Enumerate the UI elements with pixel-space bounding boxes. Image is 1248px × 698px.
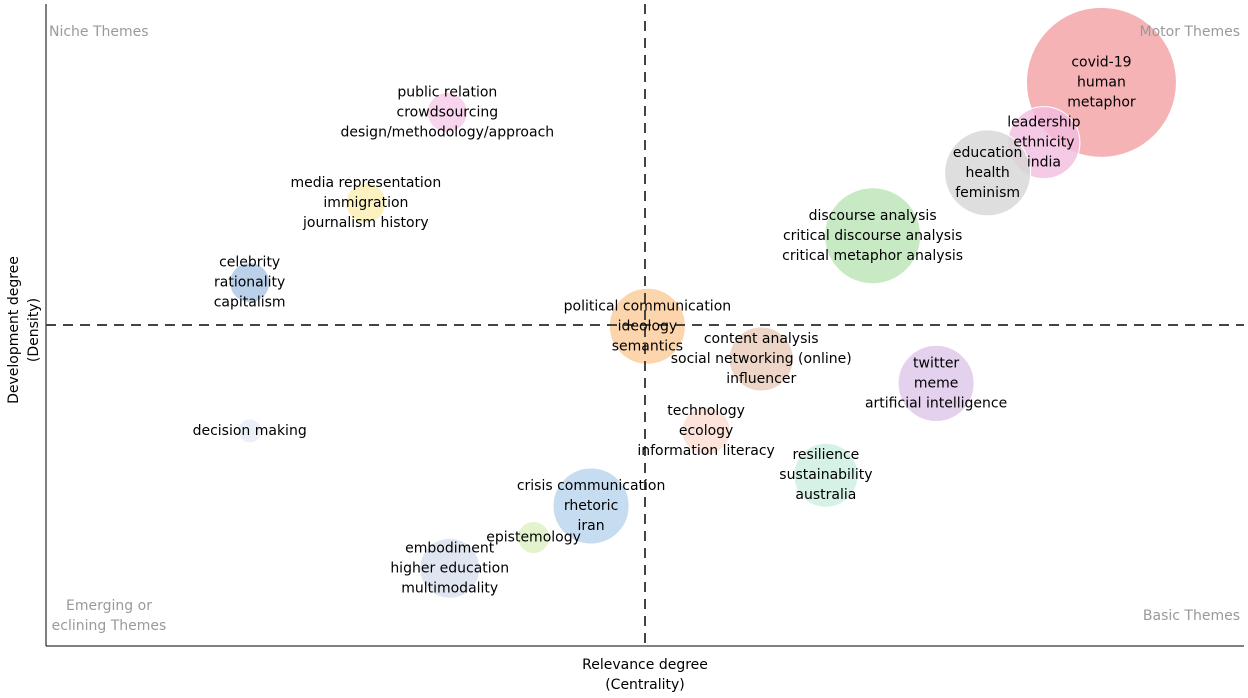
cluster-label-10-1: ecology bbox=[679, 423, 734, 439]
cluster-label-2-0: education bbox=[953, 145, 1022, 161]
y-axis-title-line-1: Development degree bbox=[6, 256, 22, 404]
cluster-label-12-0: resilience bbox=[792, 447, 859, 463]
cluster-label-layer: covid-19 human metaphor leadership ethnicity… bbox=[193, 54, 1136, 596]
cluster-bubble-12 bbox=[793, 442, 859, 508]
cluster-bubble-8 bbox=[728, 326, 794, 392]
cluster-label-7-1: ideology bbox=[618, 318, 678, 334]
y-axis-title: Development degree (Density) bbox=[6, 256, 42, 404]
cluster-label-14-0: epistemology bbox=[486, 530, 581, 546]
cluster-label-3-1: critical discourse analysis bbox=[783, 228, 962, 244]
cluster-label-1-1: ethnicity bbox=[1013, 135, 1074, 151]
cluster-label-5-0: media representation bbox=[290, 175, 441, 191]
cluster-label-11-0: decision making bbox=[193, 423, 307, 439]
cluster-label-10-2: information literacy bbox=[637, 443, 774, 459]
x-axis-title-line-1: Relevance degree bbox=[582, 657, 708, 673]
cluster-bubble-7 bbox=[608, 287, 686, 365]
quadrant-label-bottom-left: Emerging or eclining Themes bbox=[46, 596, 172, 636]
cluster-label-0-0: covid-19 bbox=[1071, 54, 1131, 70]
cluster-bubble-13 bbox=[552, 467, 630, 545]
cluster-label-7-0: political communication bbox=[564, 298, 732, 314]
cluster-label-4-1: crowdsourcing bbox=[397, 104, 499, 120]
cluster-label-4-2: design/methodology/approach bbox=[341, 124, 555, 140]
cluster-label-10-0: technology bbox=[667, 403, 745, 419]
cluster-label-13-1: rhetoric bbox=[564, 498, 618, 514]
cluster-label-6-2: capitalism bbox=[214, 295, 286, 311]
cluster-bubble-14 bbox=[517, 521, 551, 555]
cluster-label-9-0: twitter bbox=[913, 355, 959, 371]
cluster-label-15-1: higher education bbox=[390, 560, 509, 576]
cluster-label-0-1: human bbox=[1077, 74, 1126, 90]
cluster-label-5-1: immigration bbox=[323, 195, 408, 211]
bubble-layer bbox=[229, 6, 1177, 599]
cluster-label-3-0: discourse analysis bbox=[809, 208, 937, 224]
cluster-bubble-2 bbox=[944, 129, 1032, 217]
cluster-label-2-2: feminism bbox=[955, 185, 1020, 201]
cluster-label-1-0: leadership bbox=[1007, 115, 1080, 131]
x-axis-title-line-2: (Centrality) bbox=[605, 677, 685, 693]
cluster-bubble-15 bbox=[419, 537, 481, 599]
quadrant-label-bottom-left-line-1: Emerging or bbox=[66, 598, 152, 614]
cluster-label-8-1: social networking (online) bbox=[671, 351, 852, 367]
x-axis-title: Relevance degree (Centrality) bbox=[545, 655, 745, 695]
cluster-label-5-2: journalism history bbox=[302, 215, 429, 231]
quadrant-label-bottom-right: Basic Themes bbox=[1142, 608, 1240, 624]
y-axis-title-line-2: (Density) bbox=[26, 297, 42, 363]
cluster-label-6-1: rationality bbox=[214, 275, 285, 291]
cluster-label-1-2: india bbox=[1027, 155, 1061, 171]
cluster-bubble-6 bbox=[229, 262, 271, 304]
cluster-label-3-2: critical metaphor analysis bbox=[782, 248, 963, 264]
cluster-bubble-10 bbox=[681, 406, 731, 456]
quadrant-label-top-left: Niche Themes bbox=[49, 24, 149, 40]
cluster-label-8-2: influencer bbox=[726, 371, 796, 387]
cluster-label-8-0: content analysis bbox=[704, 331, 819, 347]
cluster-bubble-4 bbox=[426, 91, 468, 133]
cluster-bubble-5 bbox=[345, 182, 387, 224]
cluster-label-6-0: celebrity bbox=[219, 255, 280, 271]
cluster-bubble-3 bbox=[824, 187, 922, 285]
cluster-label-7-2: semantics bbox=[612, 338, 683, 354]
cluster-label-0-2: metaphor bbox=[1067, 94, 1136, 110]
cluster-label-9-1: meme bbox=[914, 375, 959, 391]
cluster-label-13-0: crisis communication bbox=[517, 478, 666, 494]
cluster-label-12-1: sustainability bbox=[779, 467, 872, 483]
cluster-label-2-1: health bbox=[965, 165, 1009, 181]
quadrant-label-top-right: Motor Themes bbox=[1139, 24, 1241, 40]
cluster-label-13-2: iran bbox=[578, 518, 605, 534]
cluster-label-12-2: australia bbox=[795, 487, 856, 503]
cluster-label-4-0: public relation bbox=[397, 84, 497, 100]
cluster-label-9-2: artificial intelligence bbox=[865, 395, 1007, 411]
cluster-label-15-2: multimodality bbox=[401, 580, 498, 596]
quadrant-label-bottom-left-line-2: eclining Themes bbox=[51, 618, 167, 634]
cluster-bubble-11 bbox=[237, 418, 263, 444]
cluster-label-15-0: embodiment bbox=[405, 540, 495, 556]
cluster-bubble-9 bbox=[897, 344, 975, 422]
